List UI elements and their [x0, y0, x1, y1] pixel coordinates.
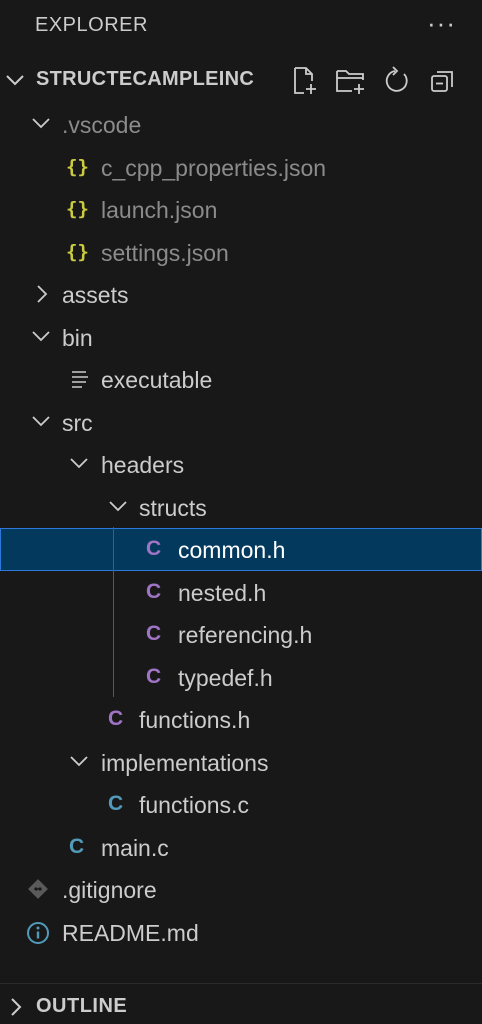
tree-file-json[interactable]: {} settings.json	[0, 231, 482, 274]
tree-item-label: functions.h	[139, 707, 251, 733]
outline-section-header[interactable]: OUTLINE	[0, 983, 482, 1024]
project-actions	[288, 66, 460, 96]
tree-item-label: c_cpp_properties.json	[101, 154, 327, 181]
tree-item-label: src	[62, 409, 93, 436]
new-file-icon[interactable]	[288, 66, 322, 96]
git-icon	[28, 879, 48, 905]
tree-folder-bin[interactable]: bin	[0, 316, 482, 359]
tree-item-label: settings.json	[101, 239, 229, 266]
json-icon: {}	[66, 198, 89, 220]
tree-folder-implementations[interactable]: implementations	[0, 741, 482, 784]
c-source-icon: C	[108, 792, 124, 815]
tree-folder-headers[interactable]: headers	[0, 443, 482, 486]
tree-item-label: assets	[62, 282, 129, 308]
tree-file-nested-h[interactable]: C nested.h	[0, 571, 482, 614]
chevron-down-icon	[107, 496, 129, 521]
tree-folder-assets[interactable]: assets	[0, 273, 482, 316]
tree-file-common-h[interactable]: C common.h	[0, 528, 482, 571]
json-icon: {}	[66, 155, 89, 178]
tree-item-label: README.md	[62, 919, 199, 946]
tree-item-label: main.c	[101, 834, 169, 861]
c-header-icon: C	[146, 537, 162, 560]
tree-item-label: nested.h	[178, 579, 267, 606]
tree-file-readme[interactable]: README.md	[0, 911, 482, 954]
project-name: STRUCTECAMPLEINC	[36, 68, 255, 90]
tree-item-label: functions.c	[139, 792, 249, 818]
c-header-icon: C	[146, 622, 162, 645]
file-tree: .vscode {} c_cpp_properties.json {} laun…	[0, 103, 482, 953]
json-icon: {}	[66, 240, 89, 263]
tree-item-label: bin	[62, 324, 93, 351]
tree-item-label: implementations	[101, 749, 269, 776]
chevron-down-icon	[68, 453, 90, 478]
explorer-header: EXPLORER ···	[0, 0, 482, 52]
chevron-down-icon	[30, 326, 52, 351]
chevron-down-icon[interactable]	[4, 70, 26, 95]
tree-file-typedef-h[interactable]: C typedef.h	[0, 656, 482, 699]
tree-file-json[interactable]: {} launch.json	[0, 188, 482, 231]
explorer-title: EXPLORER	[35, 14, 148, 36]
chevron-down-icon	[30, 113, 52, 138]
tree-file-main-c[interactable]: C main.c	[0, 826, 482, 869]
project-folder-header[interactable]: STRUCTECAMPLEINC	[0, 58, 482, 102]
tree-file-gitignore[interactable]: .gitignore	[0, 868, 482, 911]
tree-item-label: .gitignore	[62, 877, 157, 903]
tree-file-functions-h[interactable]: C functions.h	[0, 698, 482, 741]
tree-item-label: referencing.h	[178, 622, 313, 648]
tree-item-label: executable	[101, 367, 213, 393]
tree-file-json[interactable]: {} c_cpp_properties.json	[0, 146, 482, 189]
tree-file-executable[interactable]: executable	[0, 358, 482, 401]
outline-title: OUTLINE	[36, 995, 128, 1017]
chevron-right-icon[interactable]	[6, 996, 26, 1023]
c-header-icon: C	[108, 707, 124, 730]
tree-item-label: .vscode	[62, 112, 142, 138]
collapse-all-icon[interactable]	[426, 66, 460, 96]
c-header-icon: C	[146, 664, 162, 688]
tree-file-functions-c[interactable]: C functions.c	[0, 783, 482, 826]
c-source-icon: C	[69, 834, 85, 858]
new-folder-icon[interactable]	[334, 66, 368, 96]
tree-item-label: headers	[101, 452, 185, 478]
tree-folder-structs[interactable]: structs	[0, 486, 482, 529]
indent-guide	[113, 527, 114, 697]
tree-folder-vscode[interactable]: .vscode	[0, 103, 482, 146]
c-header-icon: C	[146, 579, 162, 603]
text-file-icon	[70, 370, 90, 394]
chevron-down-icon	[30, 411, 52, 436]
tree-item-label: structs	[139, 494, 207, 521]
info-icon	[26, 921, 50, 951]
chevron-down-icon	[68, 751, 90, 776]
chevron-right-icon	[32, 283, 52, 310]
tree-item-label: typedef.h	[178, 664, 273, 691]
tree-file-referencing-h[interactable]: C referencing.h	[0, 613, 482, 656]
tree-item-label: common.h	[178, 537, 286, 563]
tree-item-label: launch.json	[101, 197, 218, 223]
more-actions-button[interactable]: ···	[427, 8, 456, 38]
refresh-icon[interactable]	[380, 66, 414, 96]
tree-folder-src[interactable]: src	[0, 401, 482, 444]
